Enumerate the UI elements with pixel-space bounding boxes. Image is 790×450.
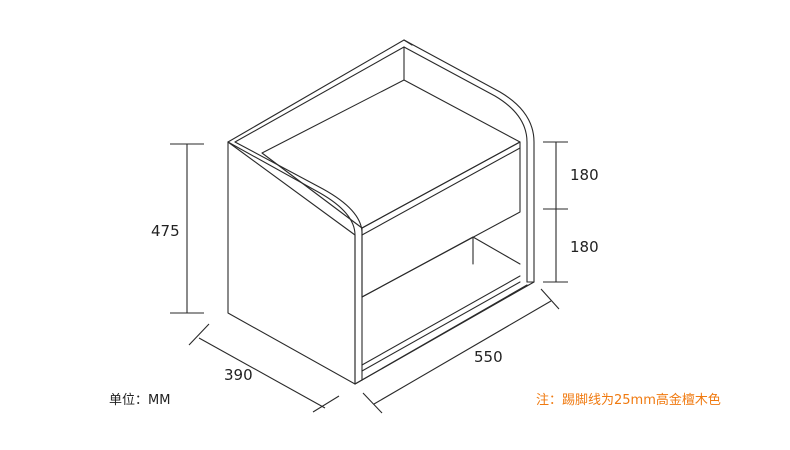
drawer [261,79,521,298]
drawer-front-top-edge [361,147,521,236]
top-back-edge [227,39,413,143]
unit-label: 单位：MM [109,393,171,408]
depth-label: 390 [224,366,253,384]
drawer-top [261,79,521,229]
left-panel-rounded-edge-outer [227,141,356,236]
shelf-bottom-front-edge [361,281,521,372]
dimension-height: 475 [151,143,204,314]
drawer-front [361,141,521,298]
bottom-front-edge-inner [361,284,528,381]
dimension-width: 550 [362,288,560,414]
left-panel-front-thickness [354,231,363,385]
left-panel-rounded-edge-inner [234,141,363,233]
dimension-right-heights: 180 180 [543,141,599,283]
open-shelf [361,236,521,372]
height-label: 475 [151,222,180,240]
note-text: 注：踢脚线为25mm高金檀木色 [536,393,721,408]
cabinet [227,39,535,385]
shelf-back-edge [361,236,521,298]
right-panel-rounded-edge-inner [403,46,528,143]
drawer-height-label: 180 [570,166,599,184]
right-panel-rounded-edge-outer [403,39,535,143]
shelf-height-label: 180 [570,238,599,256]
width-label: 550 [474,348,503,366]
shelf-bottom-line [361,275,521,366]
left-side-panel [227,141,356,385]
top-inner-back-edge [234,46,405,143]
dimension-depth: 390 [188,323,340,413]
